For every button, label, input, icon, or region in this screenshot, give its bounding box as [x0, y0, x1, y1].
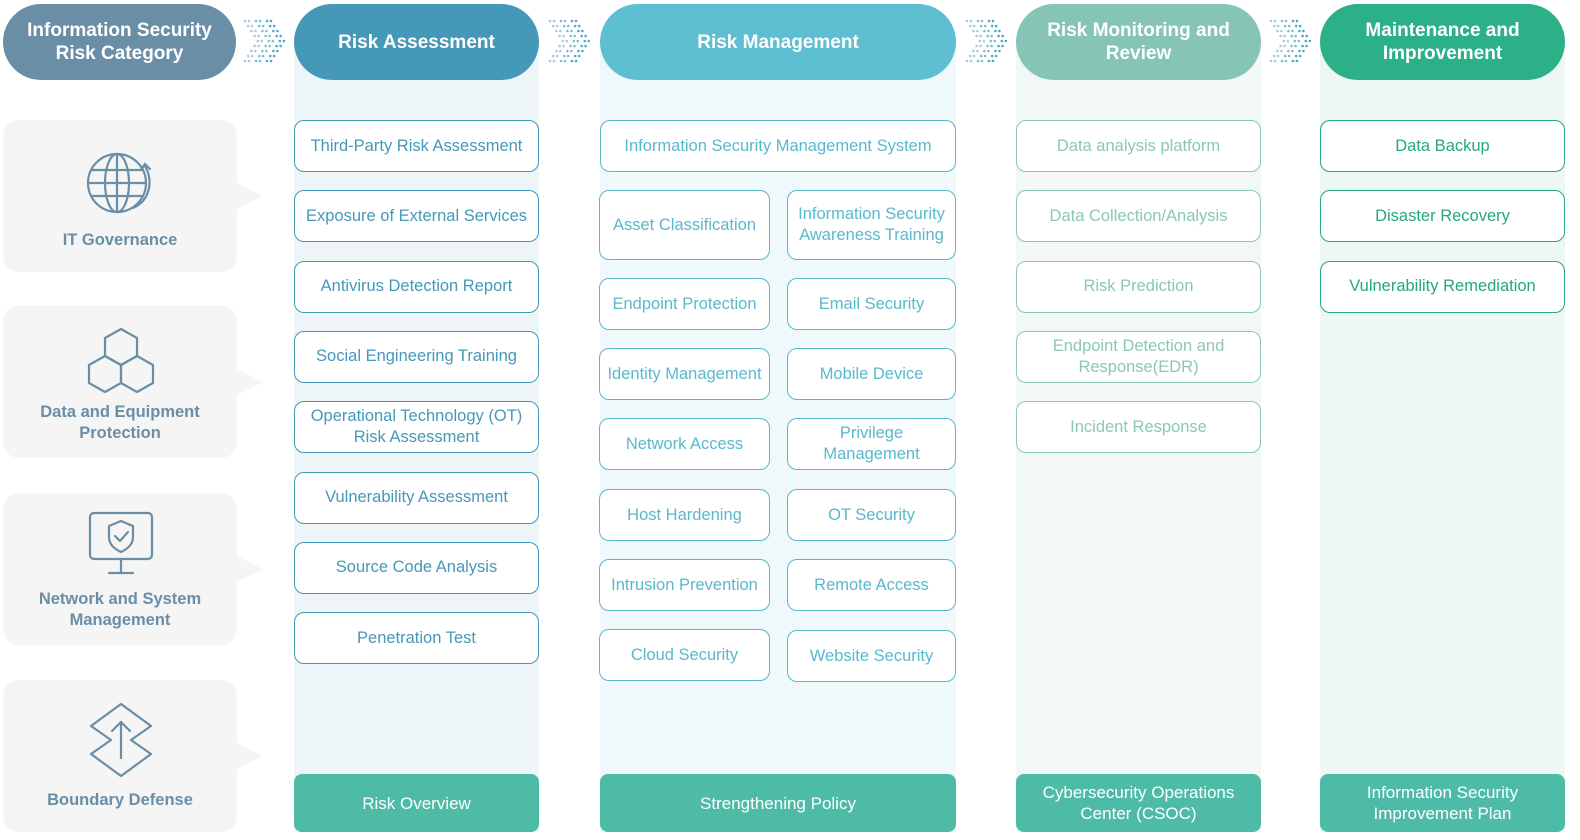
risk-management-header: Risk Management — [600, 4, 956, 80]
assessment-item: Social Engineering Training — [294, 330, 539, 383]
risk-monitoring-header: Risk Monitoring and Review — [1016, 4, 1261, 80]
assessment-item: Penetration Test — [294, 612, 539, 665]
management-item: Mobile Device — [787, 348, 956, 400]
chevron-arrow-icon — [548, 19, 591, 63]
management-top-item: Information Security Management System — [600, 120, 956, 172]
monitoring-item: Endpoint Detection and Response(EDR) — [1016, 330, 1261, 383]
chevron-arrow-icon — [243, 19, 286, 63]
strengthening-policy-footer: Strengthening Policy — [600, 774, 956, 832]
assessment-item: Antivirus Detection Report — [294, 260, 539, 313]
assessment-item: Exposure of External Services — [294, 190, 539, 243]
category-label: IT Governance — [62, 231, 178, 249]
category-data-protection: Data and Equipment Protection — [3, 306, 263, 458]
boundary-arrow-icon — [89, 702, 153, 778]
management-item: Endpoint Protection — [599, 278, 770, 330]
management-item: Cloud Security — [599, 629, 770, 681]
improvement-plan-footer: Information Security Improvement Plan — [1320, 774, 1565, 832]
management-item: Identity Management — [599, 348, 770, 400]
category-network-management: Network and System Management — [3, 493, 263, 645]
assessment-item: Third-Party Risk Assessment — [294, 120, 539, 172]
maintenance-header: Maintenance and Improvement — [1320, 4, 1565, 80]
risk-assessment-header: Risk Assessment — [294, 4, 539, 80]
assessment-item: Source Code Analysis — [294, 541, 539, 594]
risk-overview-footer: Risk Overview — [294, 774, 539, 832]
management-item: Email Security — [787, 278, 956, 330]
maintenance-item: Vulnerability Remediation — [1320, 260, 1565, 313]
management-item: Website Security — [787, 630, 956, 682]
chevron-arrow-icon — [965, 19, 1008, 63]
globe-icon — [86, 152, 152, 214]
monitoring-item: Data Collection/Analysis — [1016, 190, 1261, 243]
category-label: Boundary Defense — [47, 791, 193, 809]
category-label: Data and Equipment Protection — [40, 403, 200, 442]
category-header: Information Security Risk Category — [3, 4, 236, 80]
category-label: Network and System Management — [38, 590, 202, 629]
monitoring-item: Risk Prediction — [1016, 260, 1261, 313]
category-boundary-defense: Boundary Defense — [3, 680, 263, 832]
management-item: Information Security Awareness Training — [787, 190, 956, 260]
management-item: OT Security — [787, 489, 956, 541]
monitor-shield-icon — [88, 511, 154, 575]
management-item: Remote Access — [787, 559, 956, 611]
csoc-footer: Cybersecurity Operations Center (CSOC) — [1016, 774, 1261, 832]
maintenance-column-bg — [1320, 40, 1565, 832]
chevron-arrow-icon — [1269, 19, 1312, 63]
monitoring-item: Incident Response — [1016, 401, 1261, 454]
management-item: Intrusion Prevention — [599, 559, 770, 611]
management-item: Asset Classification — [599, 190, 770, 260]
assessment-item: Vulnerability Assessment — [294, 471, 539, 524]
monitoring-item: Data analysis platform — [1016, 120, 1261, 172]
management-item: Network Access — [599, 418, 770, 470]
maintenance-item: Data Backup — [1320, 120, 1565, 172]
management-item: Privilege Management — [787, 418, 956, 470]
maintenance-item: Disaster Recovery — [1320, 190, 1565, 243]
hexagon-cluster-icon — [87, 327, 155, 394]
category-it-governance: IT Governance — [3, 120, 263, 272]
management-item: Host Hardening — [599, 489, 770, 541]
assessment-item: Operational Technology (OT) Risk Assessm… — [294, 401, 539, 454]
